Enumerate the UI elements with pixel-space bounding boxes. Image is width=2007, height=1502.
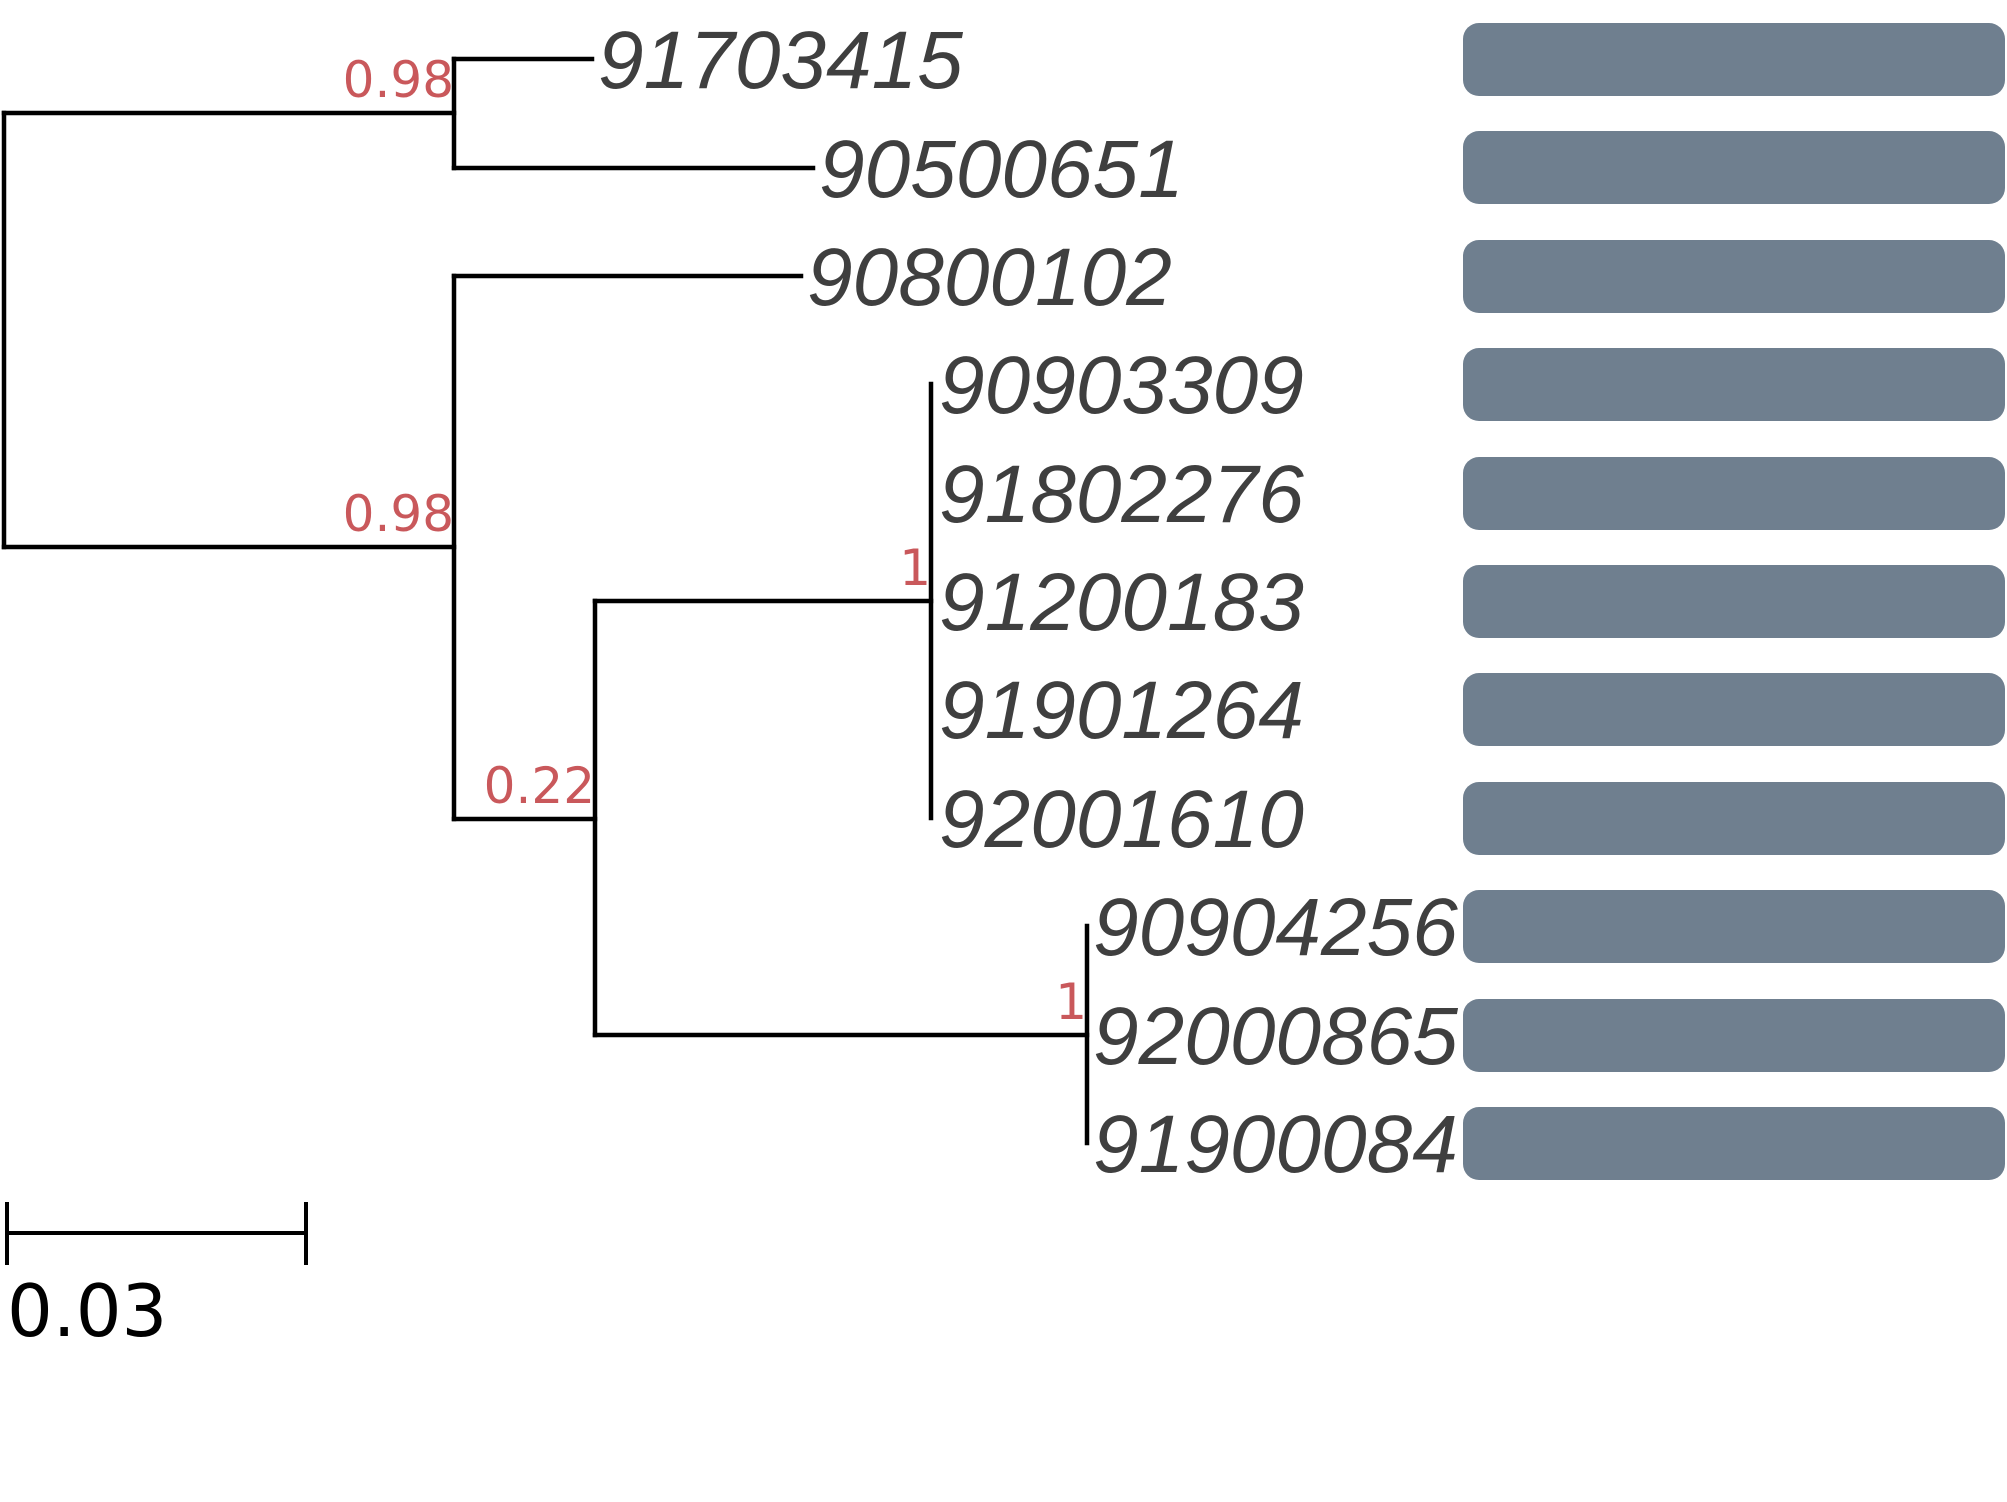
leaf-bar: [1463, 348, 2005, 421]
leaf-label: 91901264: [939, 665, 1304, 756]
tree-branches: [1, 56, 1090, 1146]
leaf-label: 90800102: [807, 232, 1172, 323]
leaf-bars: [1463, 23, 2005, 1180]
leaf-bar: [1463, 131, 2005, 204]
leaf-label: 91802276: [939, 449, 1304, 540]
support-value: 0.98: [343, 51, 454, 109]
leaf-labels: 91703415 90500651 90800102 90903309 9180…: [598, 15, 1458, 1190]
scale-bar: 0.03: [5, 1202, 308, 1353]
leaf-bar: [1463, 240, 2005, 313]
leaf-label: 91200183: [939, 557, 1304, 648]
leaf-label: 90904256: [1093, 882, 1458, 973]
support-value: 1: [1055, 973, 1087, 1031]
leaf-label: 91703415: [598, 15, 963, 106]
support-values: 0.98 0.98 0.22 1 1: [343, 51, 1087, 1031]
scale-bar-label: 0.03: [7, 1269, 167, 1353]
leaf-bar: [1463, 565, 2005, 638]
leaf-bar: [1463, 999, 2005, 1072]
leaf-label: 90500651: [819, 124, 1184, 215]
leaf-label: 92000865: [1093, 991, 1458, 1082]
support-value: 0.22: [484, 757, 595, 815]
leaf-label: 92001610: [939, 774, 1304, 865]
leaf-bar: [1463, 782, 2005, 855]
leaf-bar: [1463, 890, 2005, 963]
leaf-bar: [1463, 23, 2005, 96]
leaf-bar: [1463, 1107, 2005, 1180]
leaf-bar: [1463, 457, 2005, 530]
support-value: 0.98: [343, 485, 454, 543]
leaf-bar: [1463, 673, 2005, 746]
leaf-label: 91900084: [1093, 1099, 1458, 1190]
support-value: 1: [899, 539, 931, 597]
leaf-label: 90903309: [939, 340, 1304, 431]
